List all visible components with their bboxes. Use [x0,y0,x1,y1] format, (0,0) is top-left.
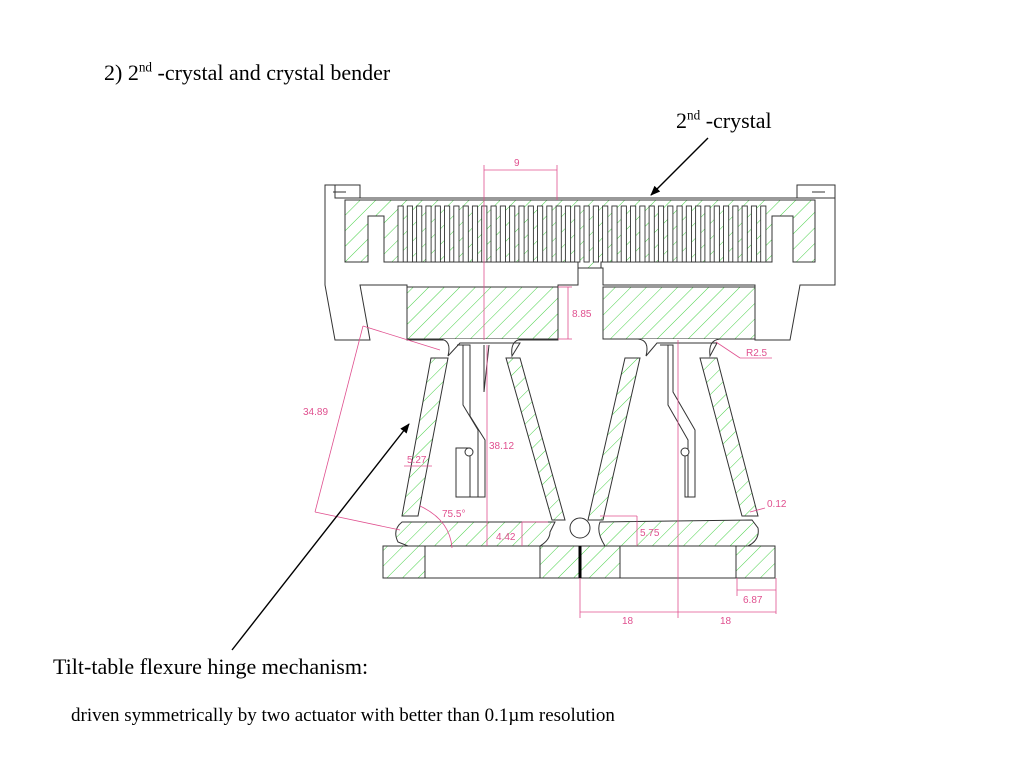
heading-prefix: 2) 2 [104,60,139,85]
right-flexure-leaf [660,344,696,498]
right-base-lobe [598,519,759,547]
crystal-tooth [434,205,441,263]
crystal-tooth [657,205,665,263]
dim-inner-height: 38.12 [489,441,514,452]
left-outer-arm [401,357,449,517]
crystal-tooth [490,205,497,263]
crystal-tooth [602,205,609,263]
dim-foot-width: 6.87 [743,595,763,606]
crystal-tooth [611,205,618,263]
right-inner-arm [587,357,641,521]
left-hinge-neck [439,338,523,358]
left-flexure-leaf [455,344,486,498]
left-base-lobe [395,521,556,547]
dim-block-height: 8.85 [572,309,592,320]
crystal-tooth [397,205,404,263]
crystal-tooth [499,205,506,263]
crystal-tooth [592,205,599,263]
left-inner-arm [505,357,566,521]
heading-suffix: -crystal and crystal bender [152,60,391,85]
dim-left-foot-height: 4.42 [496,532,516,543]
crystal-tooth [732,205,739,263]
crystal-tooth [704,205,711,263]
right-outer-arm [699,357,759,517]
crystal-tooth [509,205,516,263]
dim-arm-width: 5.27 [407,455,427,466]
crystal-tooth [527,205,534,263]
crystal-tooth [667,205,674,263]
heading-superscript: nd [138,59,153,75]
right-hinge-neck [637,338,721,358]
crystal-tooth [750,205,758,263]
crystal-tooth [713,205,720,263]
crystal-label-suffix: -crystal [700,108,772,133]
mechanism-subtitle: driven symmetrically by two actuator wit… [71,705,615,726]
crystal-tooth [406,205,413,263]
crystal-label-prefix: 2 [676,108,687,133]
flexure-structure [382,338,776,579]
crystal-tooth [648,205,655,263]
dim-gap-small: 0.12 [767,499,787,510]
crystal-label-superscript: nd [687,107,701,123]
crystal-tooth [555,205,562,263]
dimension-lines [314,165,777,618]
crystal-tooth [444,205,451,263]
crystal-tooth [462,205,469,263]
page-heading: 2) 2nd -crystal and crystal bender [104,60,390,86]
crystal-tooth [760,205,767,263]
crystal-callout-arrow [650,137,709,196]
crystal-tooth [676,205,683,263]
right-center-block [602,286,756,340]
crystal-tooth [723,205,730,263]
crystal-tooth [741,205,748,263]
dim-arm-length: 34.89 [303,407,328,418]
mechanism-title: Tilt-table flexure hinge mechanism: [53,654,369,679]
crystal-tooth [574,205,581,263]
dim-fillet-radius: R2.5 [746,348,768,359]
crystal-tooth [639,205,646,263]
left-center-block [406,286,559,340]
crystal-tooth [564,205,572,263]
dim-right-foot-height: 5.75 [640,528,660,539]
crystal-tooth [546,205,553,263]
crystal-tooth [630,205,637,263]
crystal-body [324,184,836,341]
crystal-tooth [583,205,590,263]
dim-top-width: 9 [514,158,520,169]
crystal-tooth [537,205,544,263]
dim-half-span-left: 18 [622,616,634,627]
crystal-tooth [453,205,460,263]
dim-arm-angle: 75.5° [442,509,465,520]
crystal-tooth [685,205,692,263]
crystal-tooth [416,205,423,263]
mechanism-callout-arrow [231,423,410,651]
crystal-label: 2nd -crystal [676,108,772,134]
crystal-tooth [471,205,479,263]
crystal-tooth [620,205,627,263]
crystal-tooth [518,205,525,263]
crystal-tooth [695,205,702,263]
dim-half-span-right: 18 [720,616,732,627]
right-end-tab [796,184,836,199]
crystal-tooth [425,205,432,263]
base-left-slot [424,545,541,579]
